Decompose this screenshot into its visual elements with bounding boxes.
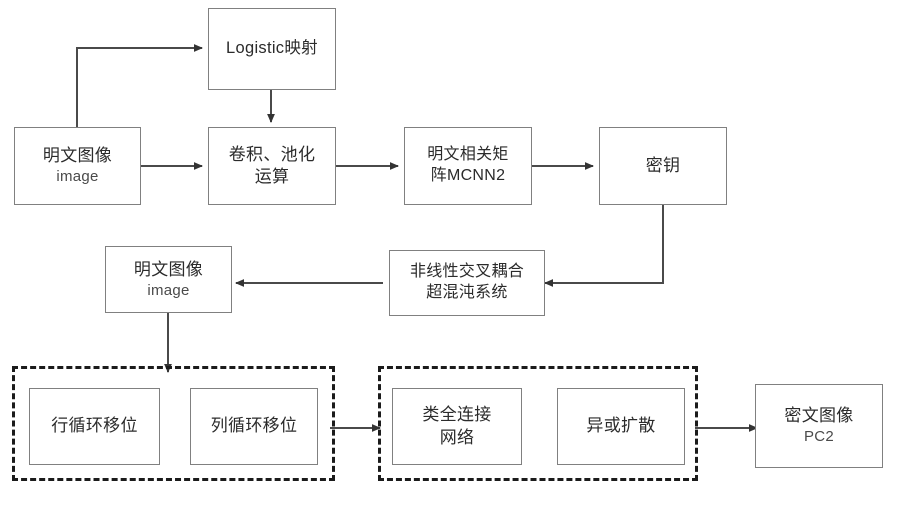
node-col-cyclic-shift-line1: 列循环移位 xyxy=(210,416,298,436)
node-fully-connected-like-line2: 网络 xyxy=(439,427,475,447)
group-diffusion xyxy=(378,366,698,481)
node-conv-pool-line2: 运算 xyxy=(254,167,290,186)
node-secret-key[interactable]: 密钥 xyxy=(599,127,727,205)
node-hyperchaotic-system[interactable]: 非线性交叉耦合 超混沌系统 xyxy=(389,250,545,316)
node-hyperchaotic-system-line2: 超混沌系统 xyxy=(426,284,508,301)
node-fully-connected-like-line1: 类全连接 xyxy=(422,405,492,425)
node-logistic-map[interactable]: Logistic映射 xyxy=(208,8,336,90)
node-plain-corr-matrix-line1: 明文相关矩 xyxy=(427,146,509,164)
node-plain-image-2-line1: 明文图像 xyxy=(133,259,204,279)
node-fully-connected-like[interactable]: 类全连接 网络 xyxy=(392,388,522,465)
node-secret-key-line1: 密钥 xyxy=(645,155,681,175)
node-xor-diffusion[interactable]: 异或扩散 xyxy=(557,388,685,465)
node-cipher-image-line1: 密文图像 xyxy=(784,406,854,426)
node-plain-image-2[interactable]: 明文图像 image xyxy=(105,246,232,313)
node-cipher-image-line2: PC2 xyxy=(803,428,835,446)
node-xor-diffusion-line1: 异或扩散 xyxy=(586,416,656,436)
node-conv-pool[interactable]: 卷积、池化 运算 xyxy=(208,127,336,205)
edge-plain-image-to-logistic xyxy=(76,44,203,127)
node-conv-pool-line1: 卷积、池化 xyxy=(228,144,316,164)
node-plain-image-1-line1: 明文图像 xyxy=(42,146,113,166)
node-hyperchaotic-system-line1: 非线性交叉耦合 xyxy=(409,263,525,281)
group-scrambling xyxy=(12,366,335,481)
edge-key-to-hyperchaotic xyxy=(544,205,664,287)
node-col-cyclic-shift[interactable]: 列循环移位 xyxy=(190,388,318,465)
node-plain-corr-matrix[interactable]: 明文相关矩 阵MCNN2 xyxy=(404,127,532,205)
node-logistic-map-line1: Logistic映射 xyxy=(226,39,318,58)
node-plain-image-1[interactable]: 明文图像 image xyxy=(14,127,141,205)
node-plain-corr-matrix-line2: 阵MCNN2 xyxy=(430,167,506,184)
node-row-cyclic-shift[interactable]: 行循环移位 xyxy=(29,388,160,465)
node-row-cyclic-shift-line1: 行循环移位 xyxy=(51,416,138,436)
node-cipher-image[interactable]: 密文图像 PC2 xyxy=(755,384,883,468)
node-plain-image-1-line2: image xyxy=(56,168,99,186)
node-plain-image-2-line2: image xyxy=(147,281,190,299)
